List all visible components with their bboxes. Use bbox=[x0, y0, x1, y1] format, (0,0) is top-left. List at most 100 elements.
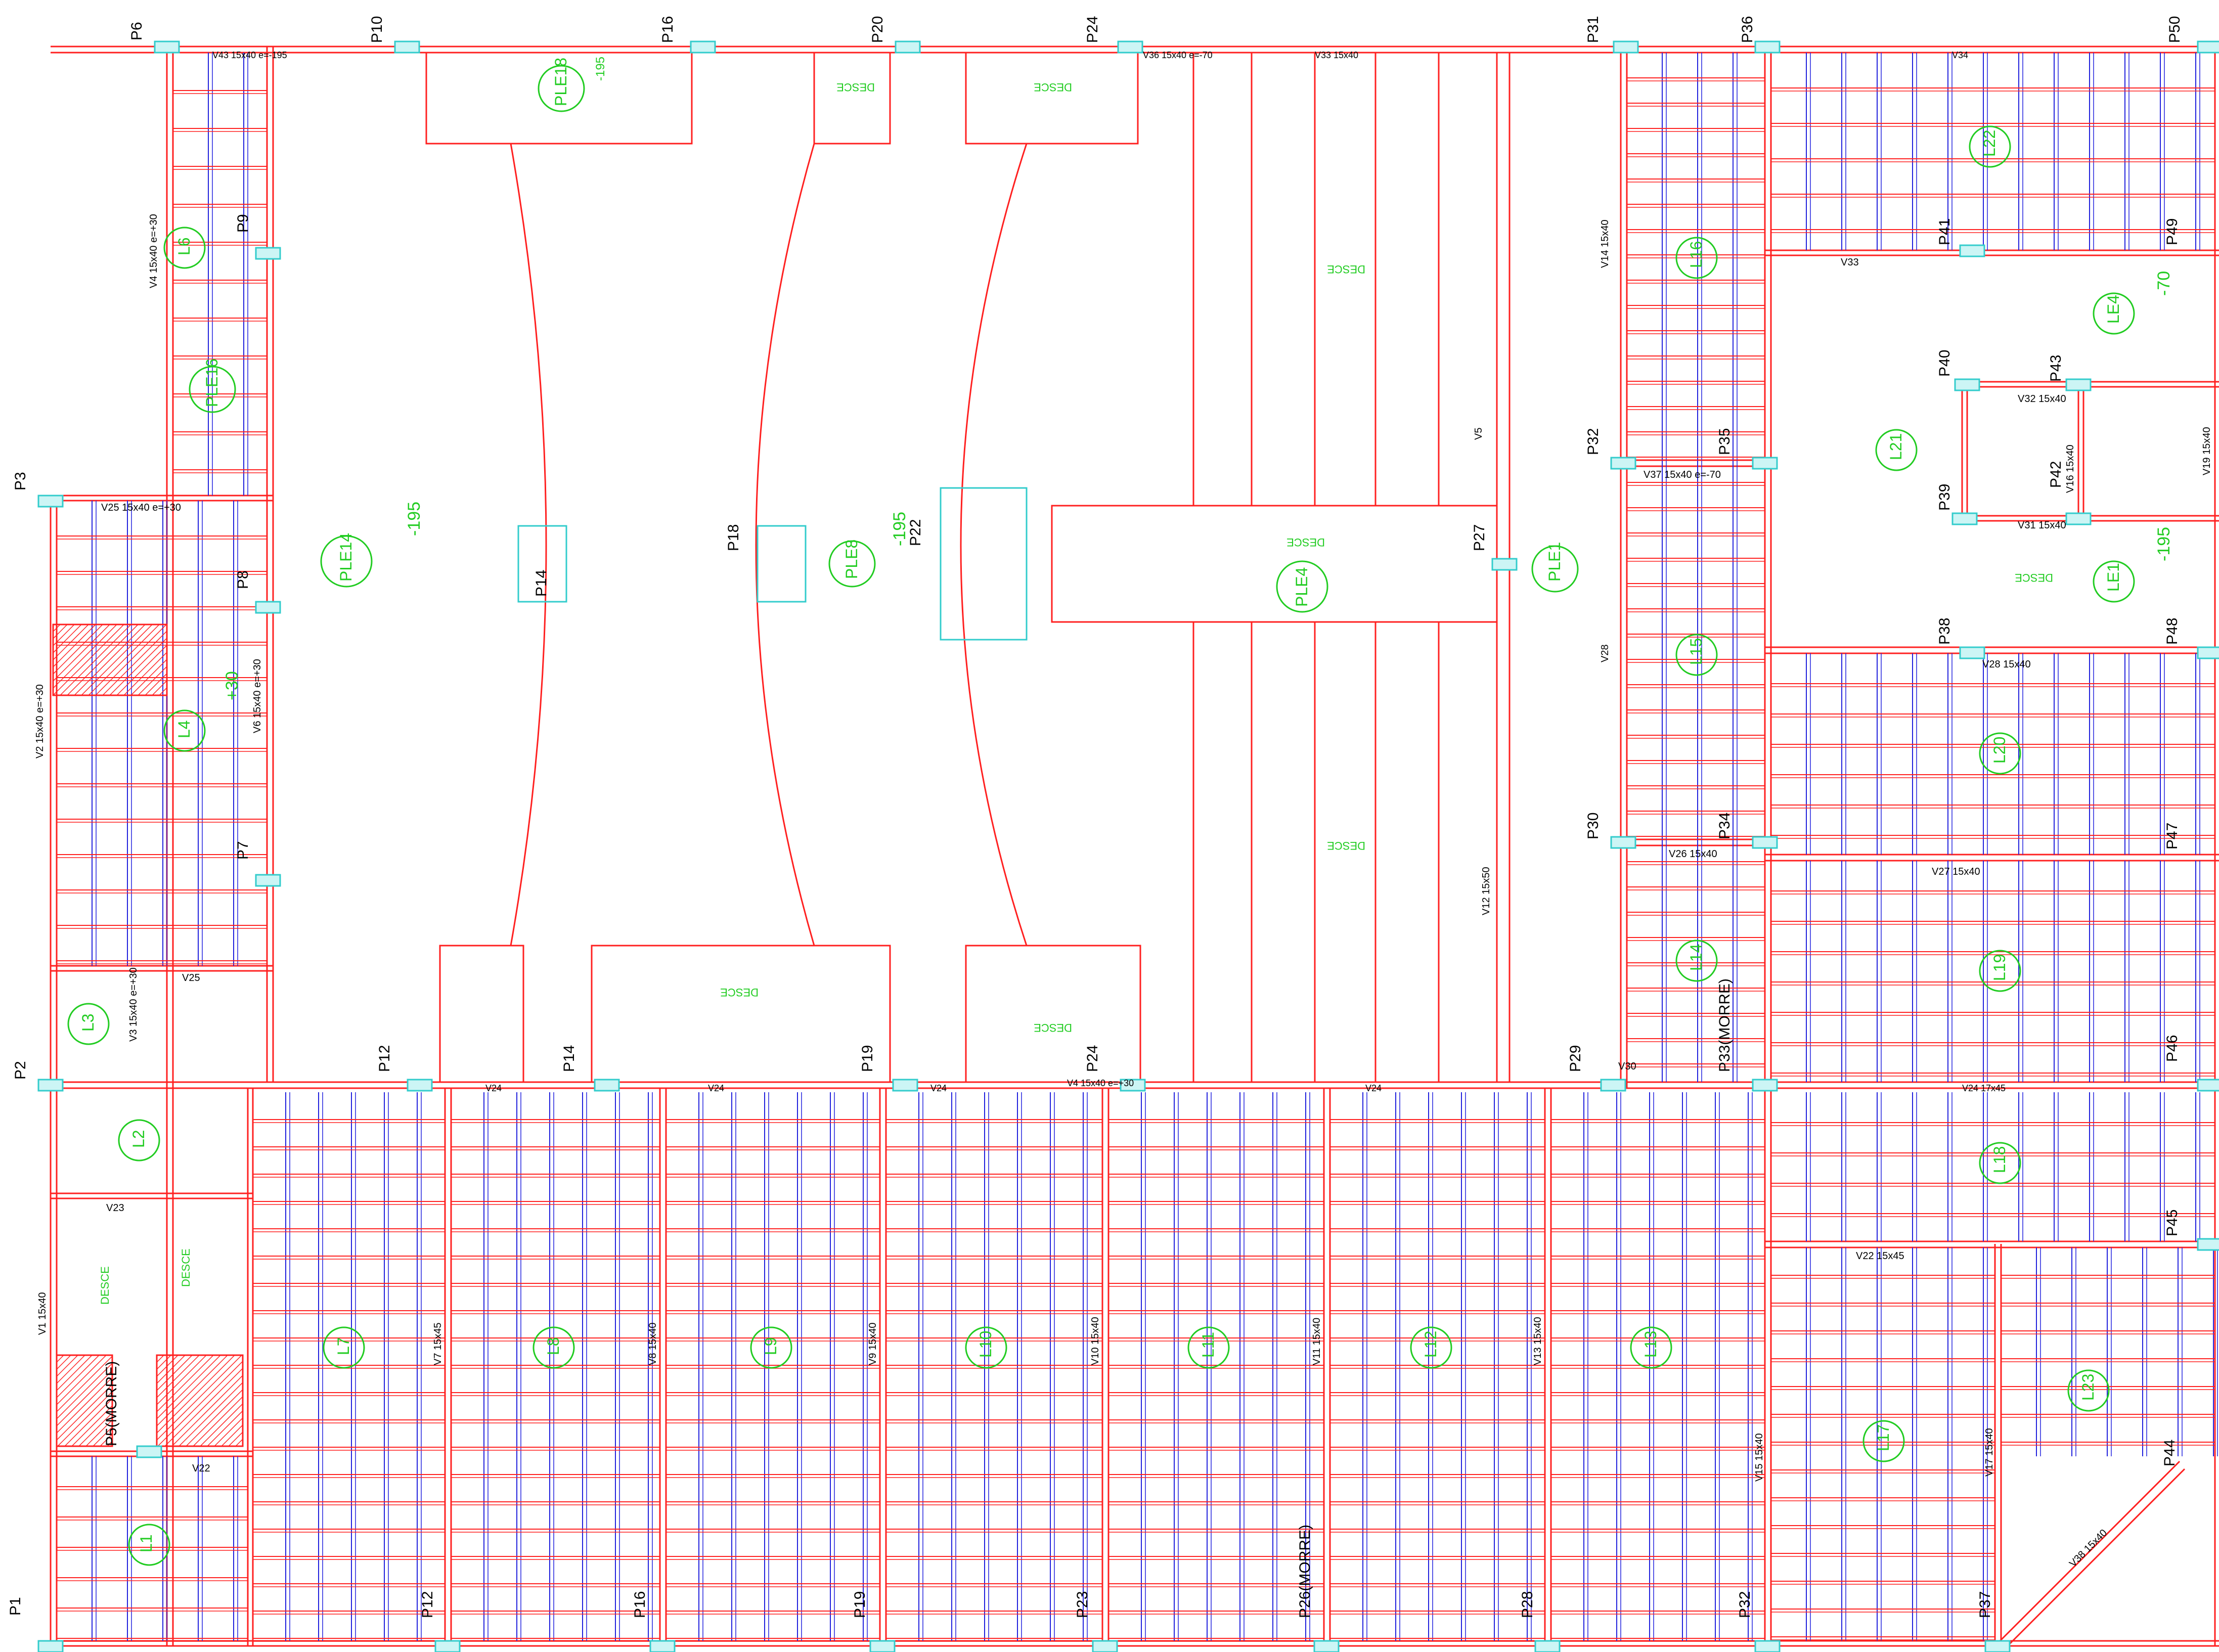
column-box bbox=[1954, 378, 1980, 391]
column-label: P22 bbox=[907, 519, 924, 546]
beam-label: V23 bbox=[106, 1202, 124, 1214]
column-label: P10 bbox=[369, 16, 385, 43]
column-box bbox=[690, 40, 716, 54]
morre-column-outline bbox=[940, 487, 1028, 641]
beam-label: V27 15x40 bbox=[1932, 866, 1980, 877]
hatch-line bbox=[100, 1434, 113, 1447]
column-label: P14 bbox=[533, 570, 550, 597]
level-value: +30 bbox=[223, 671, 242, 700]
slab-marker: PLE18 bbox=[538, 58, 585, 112]
column-label: P32 bbox=[1737, 1591, 1753, 1618]
column-label: P40 bbox=[1936, 350, 1953, 377]
column-label: P16 bbox=[632, 1591, 648, 1618]
beam-label: V25 bbox=[182, 972, 200, 984]
slab-marker: L10 bbox=[965, 1326, 1007, 1369]
column-box bbox=[1613, 40, 1639, 54]
column-label: P29 bbox=[1567, 1045, 1584, 1072]
beam-label: V24 bbox=[1365, 1083, 1382, 1093]
slab-id: L23 bbox=[2079, 1374, 2097, 1401]
level-value: -70 bbox=[2154, 271, 2173, 296]
level-value: -195 bbox=[594, 57, 607, 81]
slab-id: L13 bbox=[1641, 1331, 1660, 1358]
level-markers: -195 -195 +30 -70 -195 -195 bbox=[223, 57, 2173, 700]
hatch-line bbox=[53, 624, 68, 639]
desce-label: DESCE bbox=[1286, 536, 1325, 549]
column-label: P45 bbox=[2164, 1210, 2181, 1236]
column-label: P37 bbox=[1977, 1591, 1993, 1618]
column-label: P39 bbox=[1936, 484, 1953, 511]
hatch-line bbox=[81, 624, 153, 696]
hatch-line bbox=[57, 1391, 113, 1447]
column-box bbox=[37, 1079, 64, 1092]
column-label: P32 bbox=[1585, 428, 1602, 455]
column-label: P6 bbox=[128, 22, 145, 40]
hatch-line bbox=[56, 1355, 71, 1370]
column-label: P19 bbox=[852, 1591, 868, 1618]
column-box bbox=[1754, 1640, 1781, 1652]
desce-label: DESCE bbox=[99, 1266, 111, 1305]
column-labels: P1 P2 P3 P6 P10 P16 P20 P24 P31 P36 P50 … bbox=[7, 16, 2183, 1618]
slab-marker: PLE14 bbox=[320, 533, 373, 588]
hatch-line bbox=[56, 1355, 78, 1377]
column-label: P38 bbox=[1936, 618, 1953, 645]
column-box bbox=[2065, 512, 2092, 525]
hatch-line bbox=[221, 1424, 243, 1447]
column-box bbox=[1951, 512, 1978, 525]
beam-label: V17 15x40 bbox=[1984, 1428, 1995, 1477]
slab-marker: L22 bbox=[1969, 125, 2011, 168]
beam-label: V4 15x40 e=+30 bbox=[148, 214, 159, 288]
hatch-line bbox=[152, 680, 167, 696]
beam-label: V31 15x40 bbox=[2018, 520, 2066, 531]
slab-id: L17 bbox=[1874, 1424, 1892, 1451]
column-box bbox=[255, 247, 281, 260]
beam-label: V37 15x40 e=-70 bbox=[1644, 469, 1721, 480]
column-box bbox=[1117, 40, 1143, 54]
beam-lines bbox=[50, 46, 2219, 1652]
desce-label: DESCE bbox=[1034, 81, 1072, 94]
slab-id: L9 bbox=[762, 1337, 780, 1355]
hatch-line bbox=[53, 624, 96, 667]
column-box bbox=[2197, 646, 2219, 659]
morre-column-outline bbox=[757, 525, 807, 603]
column-box bbox=[869, 1640, 896, 1652]
beam-label: V6 15x40 e=+30 bbox=[252, 659, 263, 733]
hatch-line bbox=[171, 1375, 243, 1447]
beam-label: V15 15x40 bbox=[1754, 1433, 1765, 1482]
column-box bbox=[37, 1640, 64, 1652]
hatch-line bbox=[193, 1396, 243, 1447]
slab-marker: L4 bbox=[163, 709, 206, 752]
beam-label: V5 bbox=[1473, 428, 1484, 440]
hatch-line bbox=[179, 1382, 243, 1447]
column-label: P12 bbox=[376, 1045, 393, 1072]
column-box bbox=[1313, 1640, 1340, 1652]
column-box bbox=[895, 40, 921, 54]
hatch-line bbox=[156, 1355, 242, 1441]
beam-label: V32 15x40 bbox=[2018, 393, 2066, 405]
column-box bbox=[1959, 244, 1985, 257]
hatch-line bbox=[67, 624, 139, 696]
slab-marker: LE4 bbox=[2093, 292, 2135, 335]
beam-label: V28 bbox=[1600, 644, 1611, 662]
beam-label: V19 15x40 bbox=[2201, 427, 2212, 475]
beam-label: V8 15x40 bbox=[647, 1322, 658, 1365]
hatch-line bbox=[53, 624, 75, 646]
hatch-line bbox=[78, 1412, 113, 1447]
beam-label: V25 15x40 e=+30 bbox=[101, 502, 181, 513]
desce-markers: DESCE DESCE DESCE DESCE DESCE DESCE DESC… bbox=[99, 81, 2053, 1305]
hatch-line bbox=[116, 645, 167, 696]
level-value: -195 bbox=[2154, 527, 2173, 561]
column-label: P41 bbox=[1936, 218, 1953, 245]
column-box bbox=[1092, 1640, 1118, 1652]
beam-label: V26 15x40 bbox=[1669, 849, 1717, 860]
beam-label: V12 15x50 bbox=[1481, 867, 1492, 915]
hatch-line bbox=[156, 1355, 221, 1419]
slab-id: L6 bbox=[175, 237, 193, 255]
column-label: P18 bbox=[725, 524, 742, 551]
slab-marker: L1 bbox=[128, 1524, 170, 1566]
column-box bbox=[2197, 40, 2219, 54]
column-label: P44 bbox=[2161, 1440, 2178, 1466]
column-box bbox=[2197, 1079, 2219, 1092]
column-label: P36 bbox=[1739, 16, 1756, 43]
hatch-line bbox=[156, 1355, 186, 1384]
